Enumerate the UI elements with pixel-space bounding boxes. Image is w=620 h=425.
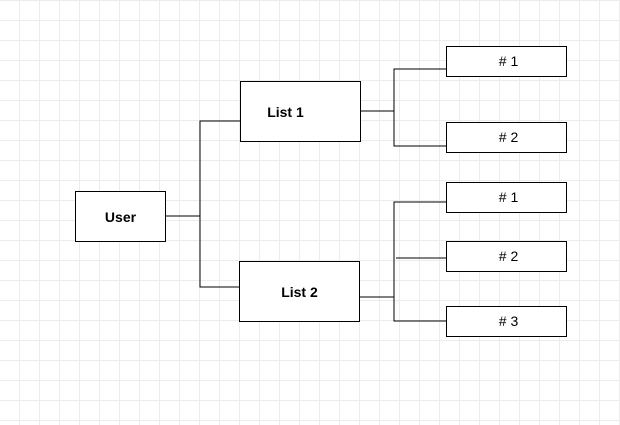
list-2-node[interactable]: List 2 — [239, 261, 360, 322]
list-2-item-1-label: # 1 — [498, 188, 519, 205]
list-2-item-3-node[interactable]: # 3 — [446, 306, 567, 337]
list-1-item-1-label: # 1 — [498, 52, 519, 69]
connector-list1-item1 — [361, 68, 446, 112]
connector-user-list1 — [166, 120, 240, 217]
list-2-item-3-label: # 3 — [498, 312, 519, 329]
list-1-node-label: List 1 — [267, 103, 304, 120]
list-1-item-2-node[interactable]: # 2 — [446, 122, 567, 153]
connector-list1-item2 — [393, 111, 446, 147]
list-1-item-1-node[interactable]: # 1 — [446, 46, 567, 77]
list-2-item-1-node[interactable]: # 1 — [446, 182, 567, 213]
user-node[interactable]: User — [75, 191, 166, 242]
connector-user-list2 — [199, 216, 239, 288]
list-1-item-2-label: # 2 — [498, 128, 519, 145]
list-2-node-label: List 2 — [281, 283, 318, 300]
connector-list2-item3 — [393, 297, 446, 322]
list-2-item-2-label: # 2 — [498, 247, 519, 264]
list-2-item-2-node[interactable]: # 2 — [446, 241, 567, 272]
connector-list2-item1 — [360, 201, 446, 298]
list-1-node[interactable]: List 1 — [240, 81, 361, 142]
user-node-label: User — [104, 208, 137, 225]
